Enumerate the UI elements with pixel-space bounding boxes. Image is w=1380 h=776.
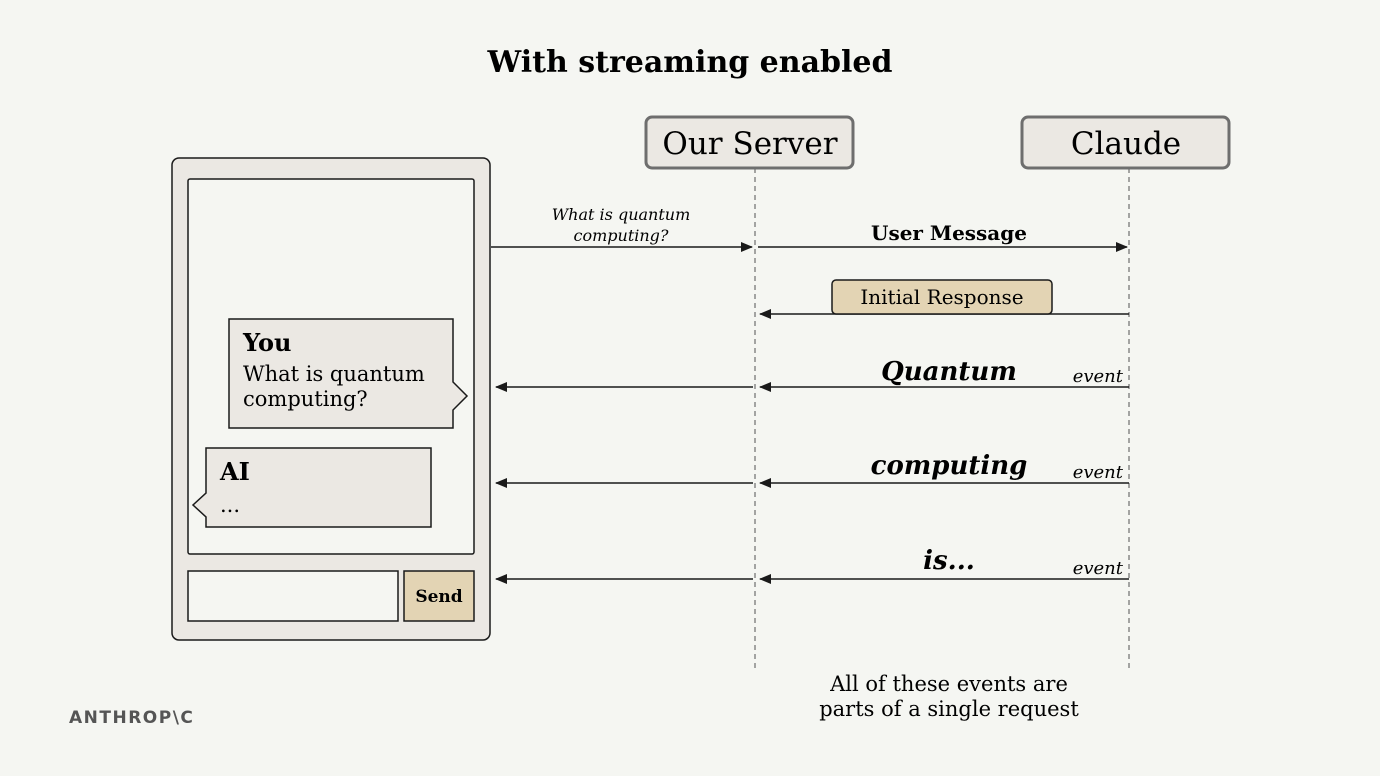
event-token-is: is... (923, 546, 975, 576)
send-button[interactable]: Send (403, 570, 475, 622)
event-label-3: event (1073, 558, 1124, 579)
event-label-1: event (1073, 366, 1124, 387)
send-button-label: Send (415, 587, 462, 607)
note-line1: All of these events are (829, 672, 1068, 696)
diagram-title: With streaming enabled (487, 45, 893, 80)
claude-actor-label: Claude (1071, 126, 1181, 162)
event-label-2: event (1073, 462, 1124, 483)
user-bubble-line1: What is quantum (243, 362, 425, 386)
anthropic-logo: ANTHROP\C (69, 708, 194, 728)
server-actor-label: Our Server (662, 126, 837, 162)
event-token-computing: computing (871, 451, 1028, 481)
server-actor: Our Server (644, 115, 855, 170)
user-bubble-title: You (242, 328, 292, 357)
ai-bubble-title: AI (219, 457, 250, 486)
initial-response-box: Initial Response (831, 279, 1053, 315)
ai-bubble (191, 447, 432, 528)
note-line2: parts of a single request (819, 697, 1079, 721)
user-bubble-line2: computing? (243, 387, 368, 411)
message-input[interactable] (187, 570, 399, 622)
user-bubble (228, 318, 469, 429)
ai-bubble-text: ... (220, 493, 240, 517)
claude-actor: Claude (1020, 115, 1231, 170)
event-token-quantum: Quantum (881, 357, 1017, 387)
initial-response-label: Initial Response (860, 285, 1023, 309)
client-app: You What is quantum computing? AI ... Se… (171, 157, 491, 641)
request-text-line2: computing? (574, 226, 669, 245)
user-message-label: User Message (871, 221, 1027, 245)
request-text-line1: What is quantum (552, 205, 691, 224)
